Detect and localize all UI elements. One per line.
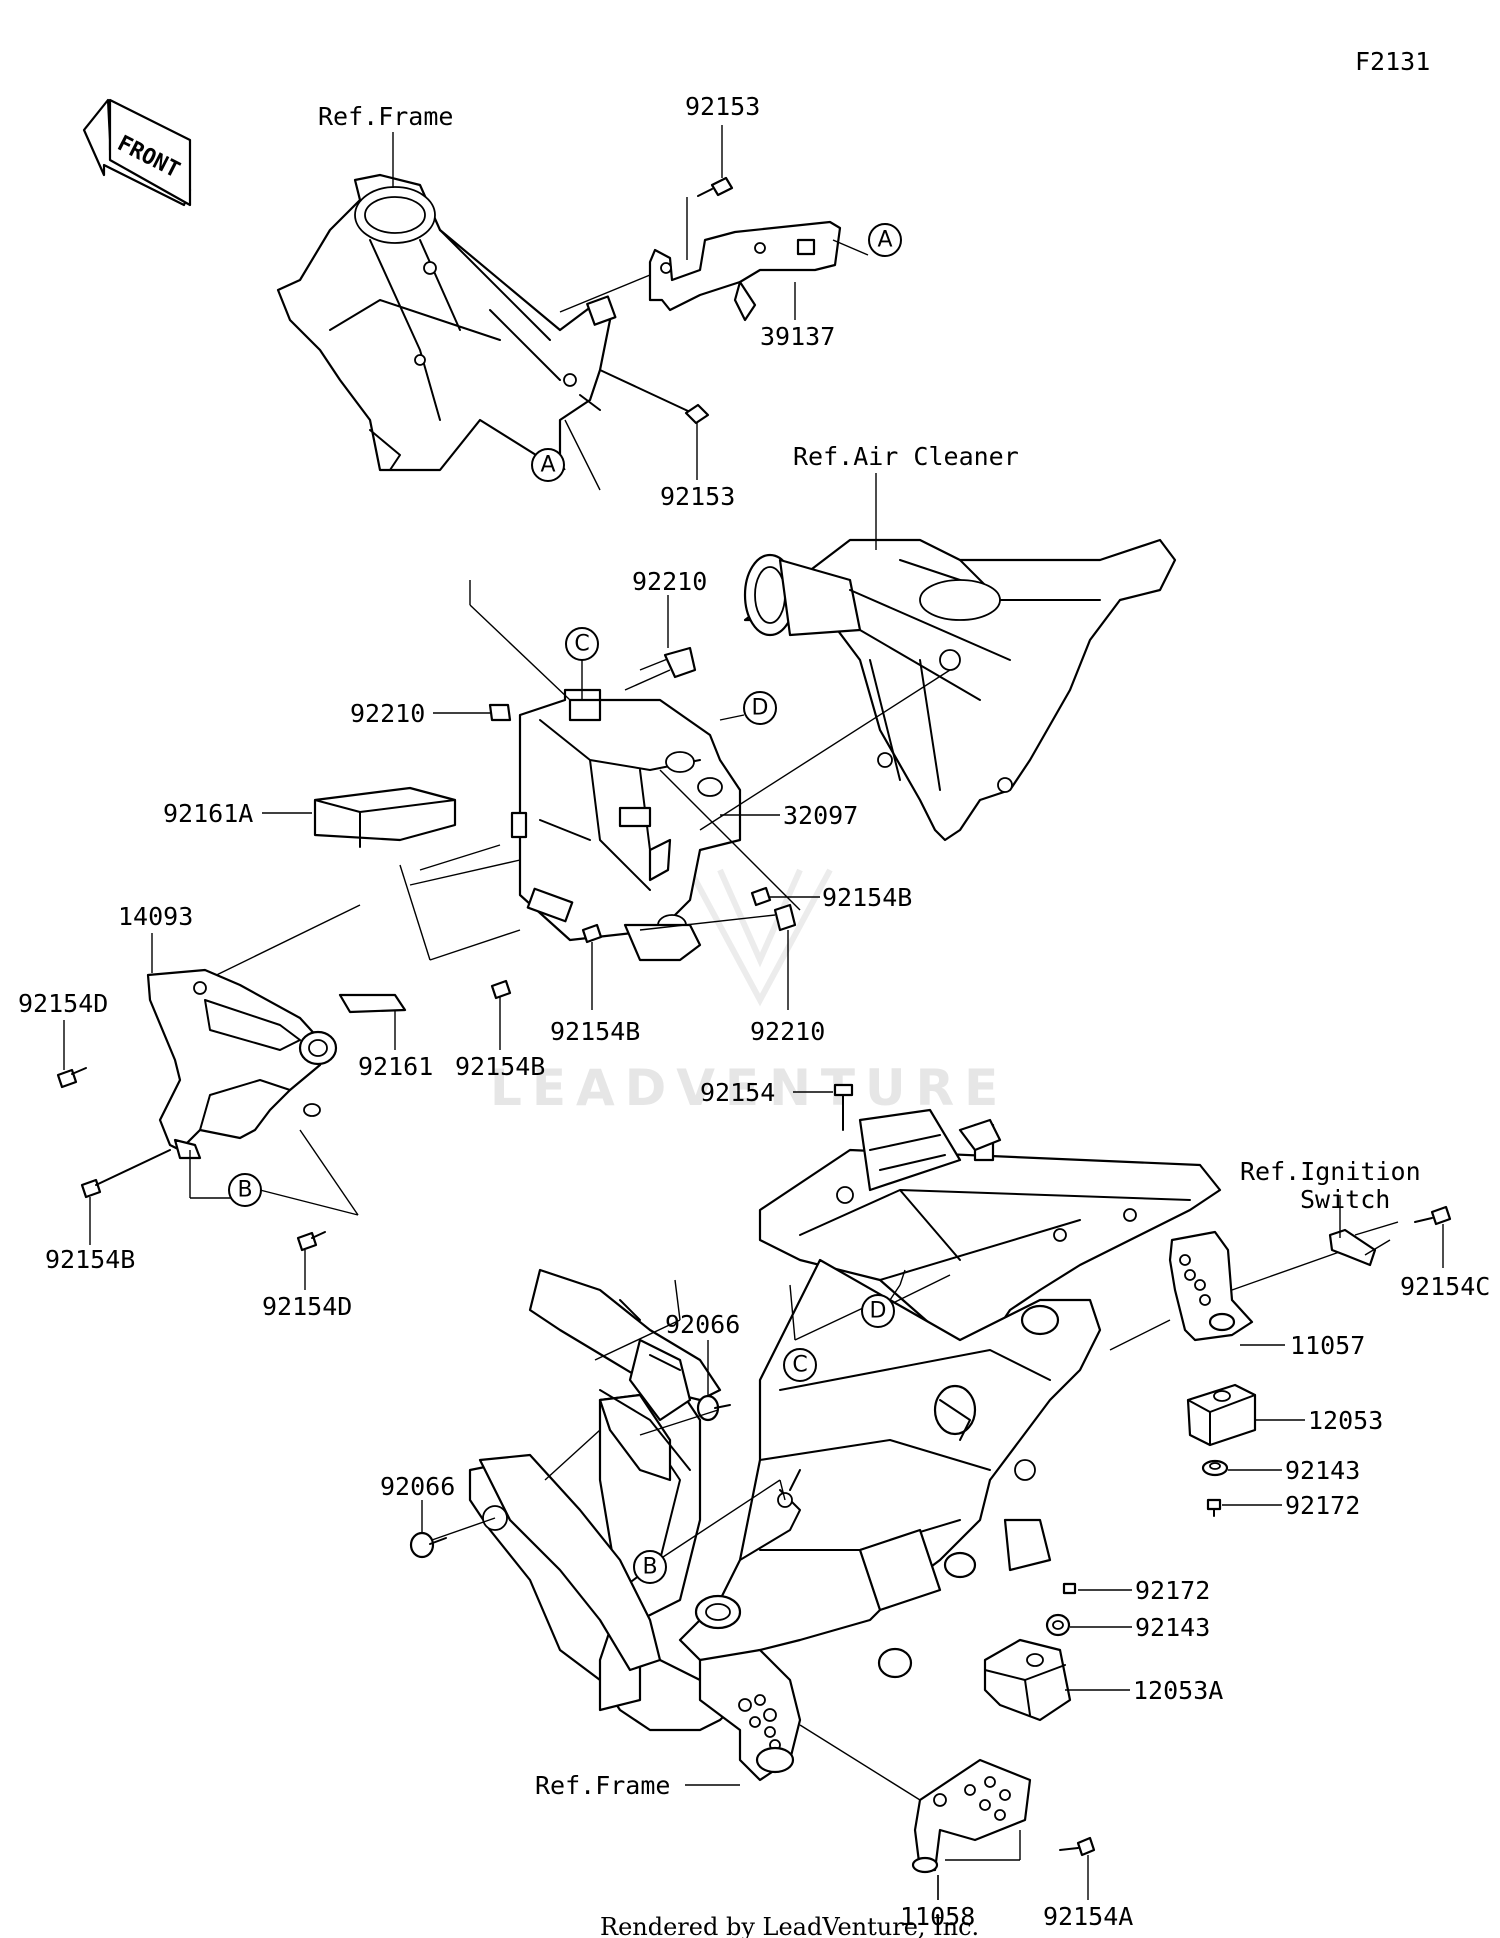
- part-92161a: 92161A: [163, 799, 253, 828]
- part-92153-top: 92153: [685, 92, 760, 121]
- footer-credit: Rendered by LeadVenture, Inc.: [600, 1913, 979, 1938]
- svg-text:B: B: [237, 1178, 252, 1203]
- bolt-92154b-bottom-icon: [80, 1149, 171, 1199]
- callout-b-bottom: [633, 1550, 667, 1584]
- part-14093: 14093: [118, 902, 193, 931]
- ref-frame-top: Ref.Frame: [318, 102, 453, 131]
- part-92154b-mid: 92154B: [455, 1052, 545, 1081]
- part-92172-top: 92172: [1285, 1491, 1360, 1520]
- damper-12053-drawing: [1186, 1383, 1257, 1447]
- part-92154d-bottom: 92154D: [262, 1292, 352, 1321]
- svg-text:A: A: [877, 228, 892, 253]
- bolt-92154a-icon: [1059, 1836, 1096, 1857]
- part-92066-left: 92066: [380, 1472, 455, 1501]
- bolt-92154c-icon: [1414, 1205, 1452, 1226]
- part-92154c: 92154C: [1400, 1272, 1490, 1301]
- part-92210-left: 92210: [350, 699, 425, 728]
- part-92153-bottom: 92153: [660, 482, 735, 511]
- ref-ignition-line1: Ref.Ignition: [1240, 1157, 1421, 1186]
- part-92143-top: 92143: [1285, 1456, 1360, 1485]
- clip-nut-92210-left-icon: [488, 703, 512, 722]
- bolt-92154d-bottom-icon: [296, 1231, 326, 1252]
- part-11057: 11057: [1290, 1331, 1365, 1360]
- callout-a-right: [868, 223, 902, 257]
- bolt-92153-bottom-icon: [599, 369, 710, 425]
- watermark-text: LEADVENTURE: [490, 1059, 1008, 1117]
- screw-92172-top-icon: [1206, 1498, 1222, 1517]
- part-92154b-right: 92154B: [822, 883, 912, 912]
- ref-air-cleaner: Ref.Air Cleaner: [793, 442, 1019, 471]
- ref-ignition-line2: Switch: [1300, 1185, 1390, 1214]
- bolt-92154b-mid2-icon: [581, 923, 603, 944]
- callout-d-bottom: [861, 1294, 895, 1328]
- part-92154b-mid2: 92154B: [550, 1017, 640, 1046]
- svg-text:B: B: [642, 1555, 657, 1580]
- frame-head-drawing: [276, 173, 617, 472]
- bolt-92153-top-icon: [697, 176, 734, 197]
- part-92210-top: 92210: [632, 567, 707, 596]
- bolt-92154-icon: [833, 1083, 854, 1131]
- bolt-92154b-mid-icon: [490, 979, 512, 1000]
- svg-text:D: D: [870, 1299, 887, 1324]
- callout-c-bottom: [783, 1348, 817, 1382]
- clip-nut-92210-top-icon: [663, 646, 697, 679]
- svg-text:D: D: [752, 696, 769, 721]
- bolt-92154b-right-icon: [750, 886, 772, 907]
- part-12053: 12053: [1308, 1406, 1383, 1435]
- cap-92066-left-icon: [409, 1531, 447, 1559]
- part-39137: 39137: [760, 322, 835, 351]
- bolt-92154d-left-icon: [56, 1067, 87, 1089]
- damper-12053a-drawing: [983, 1638, 1072, 1722]
- part-12053a: 12053A: [1133, 1676, 1223, 1705]
- part-92210-bottom: 92210: [750, 1017, 825, 1046]
- bracket-11057-drawing: [1168, 1230, 1254, 1342]
- part-32097: 32097: [783, 801, 858, 830]
- bracket-11058-drawing: [911, 1758, 1032, 1874]
- side-cover-14093-drawing: [146, 968, 338, 1160]
- screw-92172-bottom-icon: [1062, 1582, 1077, 1595]
- part-92172-bottom: 92172: [1135, 1576, 1210, 1605]
- cap-92066-top-icon: [696, 1394, 731, 1422]
- washer-92143-top-icon: [1201, 1459, 1229, 1477]
- washer-92143-bottom-icon: [1045, 1613, 1071, 1637]
- watermark: LEADVENTURE: [490, 868, 1008, 1117]
- part-92066-top: 92066: [665, 1310, 740, 1339]
- front-arrow-icon: FRONT: [82, 98, 192, 207]
- battery-case-32097-drawing: [510, 688, 742, 962]
- svg-text:C: C: [792, 1353, 807, 1378]
- bracket-39137-drawing: [648, 220, 842, 322]
- part-92154: 92154: [700, 1078, 775, 1107]
- part-92154a: 92154A: [1043, 1902, 1133, 1931]
- pad-92161a-drawing: [313, 786, 457, 848]
- ignition-bracket-drawing: [1328, 1228, 1377, 1267]
- part-92154d-left: 92154D: [18, 989, 108, 1018]
- part-92143-bottom: 92143: [1135, 1613, 1210, 1642]
- svg-text:C: C: [574, 632, 589, 657]
- air-cleaner-drawing: [743, 538, 1177, 842]
- callout-d-top: [743, 691, 777, 725]
- part-92154b-bottom: 92154B: [45, 1245, 135, 1274]
- part-92161: 92161: [358, 1052, 433, 1081]
- diagram-code: F2131: [1355, 47, 1430, 76]
- pad-92161-drawing: [338, 993, 407, 1014]
- clip-nut-92210-bottom-icon: [773, 903, 797, 932]
- svg-text:A: A: [540, 453, 555, 478]
- callout-a-left: [531, 448, 565, 482]
- part-11058: 11058: [900, 1902, 975, 1931]
- ref-frame-bottom: Ref.Frame: [535, 1771, 670, 1800]
